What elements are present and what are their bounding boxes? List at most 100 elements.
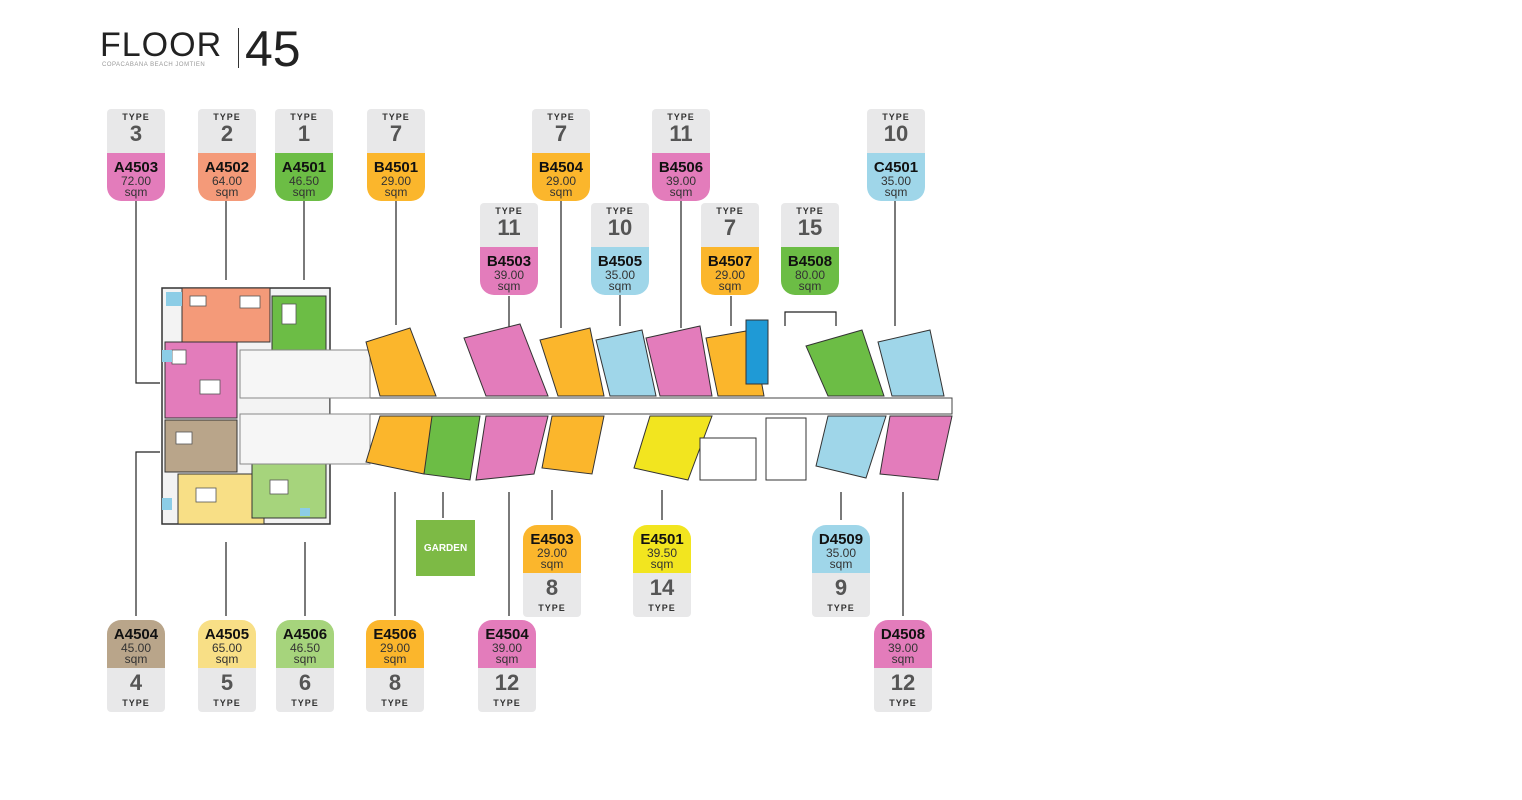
unit-area-unit: sqm [497,279,521,293]
type-number: 10 [883,121,909,146]
unit-area-unit: sqm [891,652,915,666]
west-wing [161,287,331,525]
unit-area-value: 35.00 [825,546,857,560]
type-label: TYPE [716,206,744,216]
unit-code: E4503 [530,531,574,548]
unit-area-unit: sqm [884,185,908,199]
type-number: 12 [494,670,520,695]
unit-area-value: 29.00 [379,641,411,655]
type-label: TYPE [381,698,409,708]
type-number: 14 [649,575,675,600]
unit-code: A4505 [204,626,250,643]
unit-area-value: 46.50 [289,641,321,655]
unit-area-unit: sqm [540,557,564,571]
unit-area-unit: sqm [495,652,519,666]
type-label: TYPE [606,206,634,216]
type-number: 7 [723,215,737,240]
leader-lines [135,200,904,616]
header-divider [238,28,239,68]
unit-area-value: 39.00 [887,641,919,655]
type-number: 9 [834,575,848,600]
unit-area-value: 72.00 [120,174,152,188]
unit-area-unit: sqm [215,652,239,666]
unit-area-value: 45.00 [120,641,152,655]
type-number: 15 [797,215,823,240]
unit-area-unit: sqm [829,557,853,571]
unit-area-value: 64.00 [211,174,243,188]
type-number: 7 [389,121,403,146]
unit-area-value: 39.00 [493,268,525,282]
type-label: TYPE [827,603,855,613]
type-label: TYPE [538,603,566,613]
type-label: TYPE [547,112,575,122]
unit-area-unit: sqm [384,185,408,199]
unit-code: B4506 [658,159,704,176]
unit-area-unit: sqm [650,557,674,571]
unit-code: A4504 [113,626,159,643]
project-subtitle: COPACABANA BEACH JOMTIEN [102,62,206,68]
type-label: TYPE [122,112,150,122]
unit-code: B4503 [486,253,532,270]
south-units [365,415,953,481]
unit-code: A4502 [204,159,250,176]
type-label: TYPE [122,698,150,708]
unit-code: A4506 [282,626,328,643]
unit-area-value: 39.00 [491,641,523,655]
unit-area-value: 39.50 [646,546,678,560]
floor-label: FLOOR [100,26,223,64]
unit-code: B4505 [597,253,643,270]
type-number: 6 [298,670,312,695]
unit-code: D4508 [880,626,926,643]
unit-code: E4506 [373,626,417,643]
